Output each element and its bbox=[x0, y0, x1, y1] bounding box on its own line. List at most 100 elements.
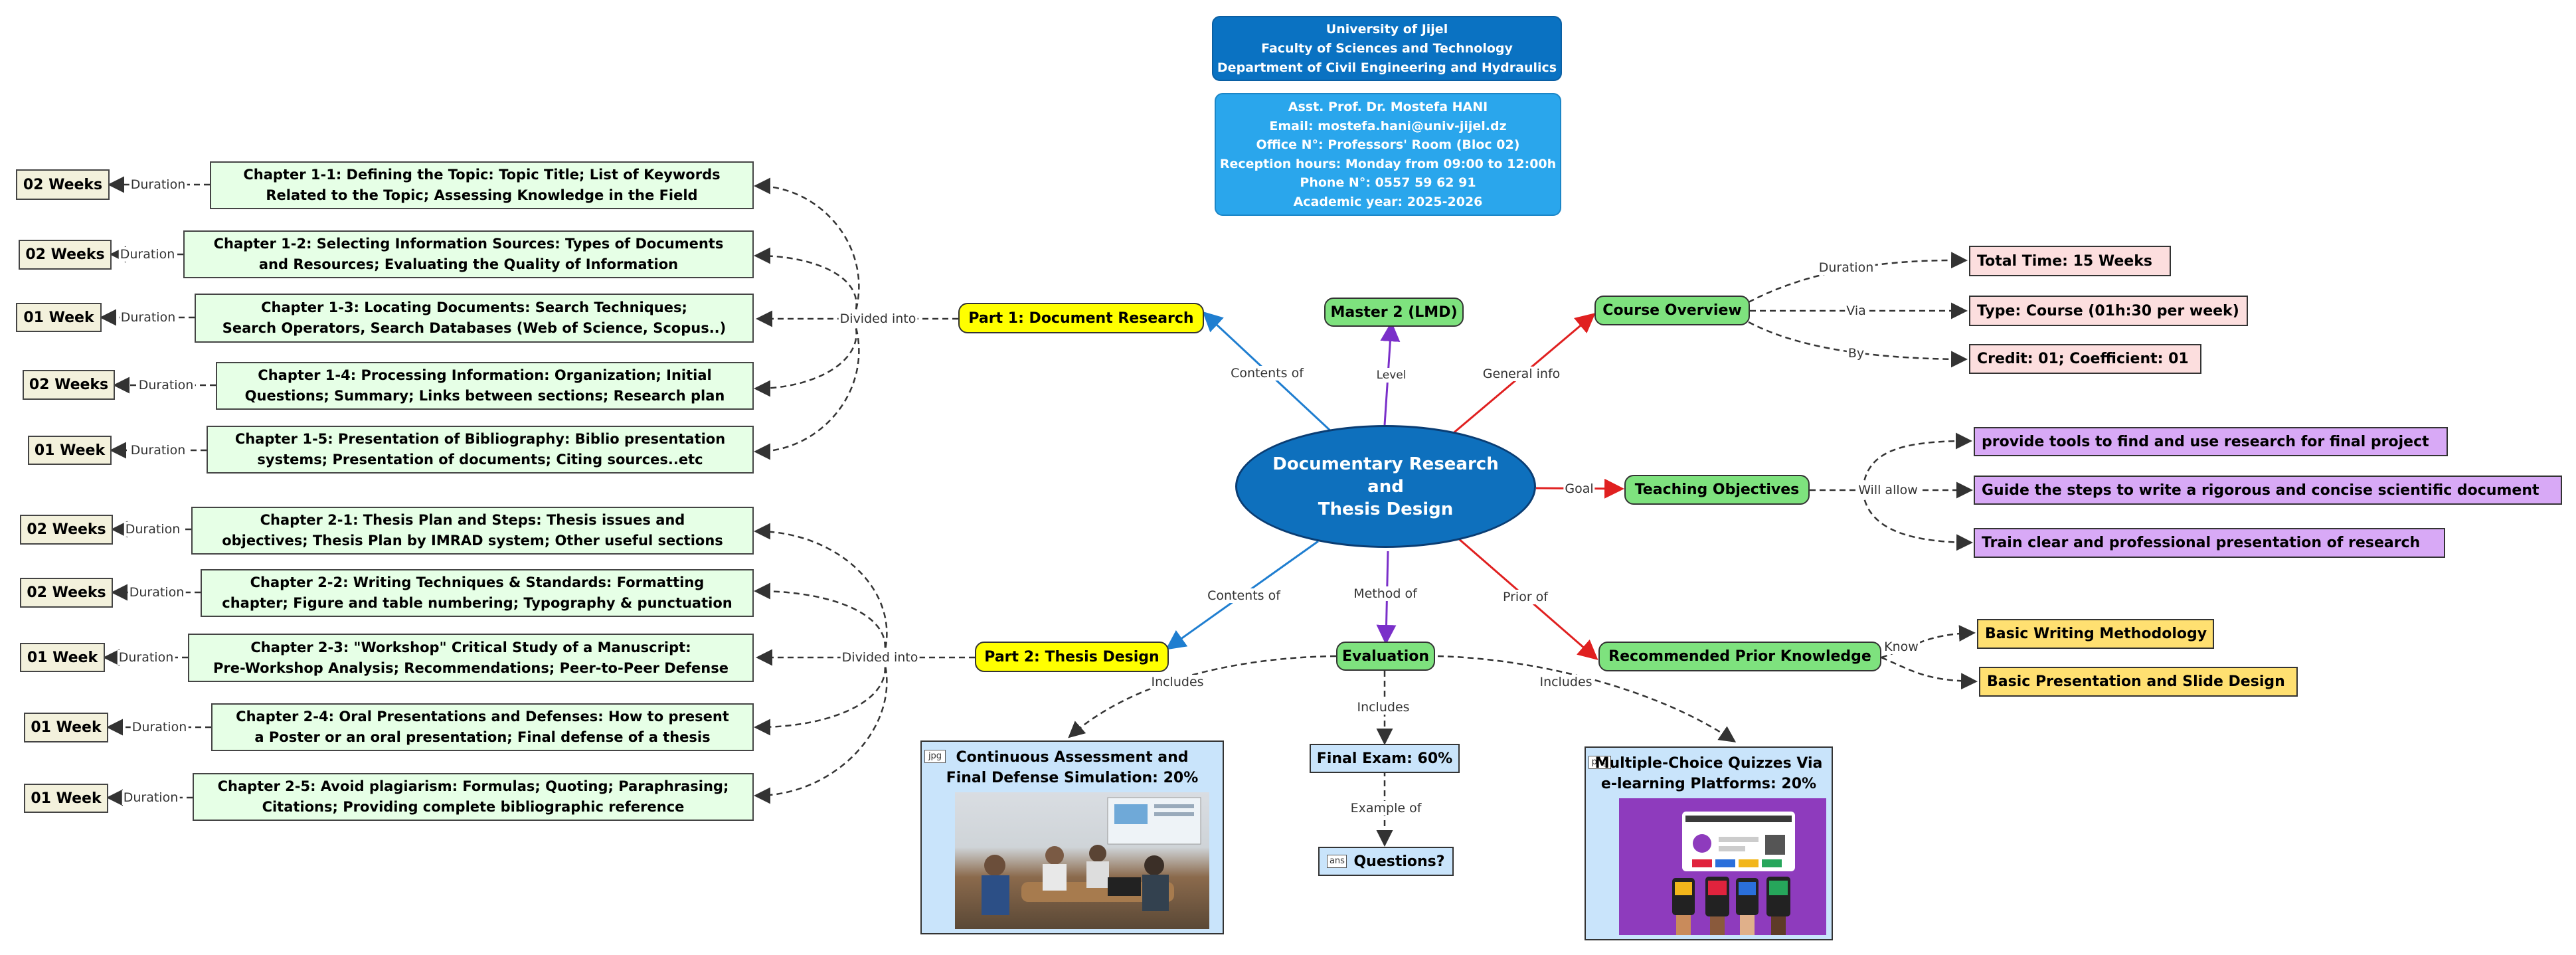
part2-node[interactable]: Part 2: Thesis Design bbox=[975, 642, 1169, 672]
edge-label-divided-into: Divided into bbox=[840, 650, 920, 665]
instructor-email: Email: mostefa.hani@univ-jijel.dz bbox=[1269, 118, 1507, 133]
central-topic[interactable]: Documentary Research and Thesis Design bbox=[1235, 425, 1536, 548]
quizzes-panel[interactable]: png Multiple-Choice Quizzes Via e-learni… bbox=[1585, 746, 1833, 940]
image-file-icon: jpg bbox=[924, 750, 946, 763]
title-line: Continuous Assessment and bbox=[956, 749, 1189, 766]
chapter-text: Chapter 2-2: Writing Techniques & Standa… bbox=[250, 574, 705, 590]
chapter-text: systems; Presentation of documents; Citi… bbox=[257, 452, 703, 468]
instructor-phone: Phone N°: 0557 59 62 91 bbox=[1300, 175, 1476, 190]
objective-3: Train clear and professional presentatio… bbox=[1974, 528, 2445, 558]
chapter-text: Questions; Summary; Links between sectio… bbox=[244, 388, 725, 404]
chapter-text: Citations; Providing complete bibliograp… bbox=[262, 799, 685, 815]
chapter-text: Chapter 1-5: Presentation of Bibliograph… bbox=[234, 431, 726, 447]
continuous-assessment-panel[interactable]: jpg Continuous Assessment and Final Defe… bbox=[920, 740, 1224, 934]
edge-label-contents-of: Contents of bbox=[1206, 588, 1282, 603]
questions-node[interactable]: ans Questions? bbox=[1318, 847, 1454, 876]
image-file-icon: png bbox=[1589, 756, 1611, 769]
teaching-objectives-node[interactable]: Teaching Objectives bbox=[1624, 475, 1810, 505]
chapter-text: Related to the Topic; Assessing Knowledg… bbox=[266, 187, 698, 203]
chapter-2-1[interactable]: Chapter 2-1: Thesis Plan and Steps: Thes… bbox=[191, 507, 754, 555]
title-line: Final Defense Simulation: 20% bbox=[946, 770, 1199, 786]
edge-label-will-allow: Will allow bbox=[1857, 483, 1919, 497]
objective-2: Guide the steps to write a rigorous and … bbox=[1974, 476, 2562, 505]
chapter-text: Chapter 1-3: Locating Documents: Search … bbox=[261, 300, 687, 315]
duration-1-4: 02 Weeks bbox=[23, 370, 115, 400]
part1-node[interactable]: Part 1: Document Research bbox=[958, 303, 1204, 333]
workshop-photo bbox=[955, 792, 1209, 929]
chapter-1-3[interactable]: Chapter 1-3: Locating Documents: Search … bbox=[195, 294, 754, 343]
chapter-text: Chapter 1-2: Selecting Information Sourc… bbox=[213, 236, 724, 252]
central-line-3: Thesis Design bbox=[1318, 499, 1454, 519]
evaluation-node[interactable]: Evaluation bbox=[1336, 642, 1435, 671]
edge-label-duration: Duration bbox=[1817, 260, 1875, 275]
chapter-text: objectives; Thesis Plan by IMRAD system;… bbox=[222, 533, 723, 549]
edge-label-duration: Duration bbox=[129, 443, 187, 458]
chapter-2-4[interactable]: Chapter 2-4: Oral Presentations and Defe… bbox=[211, 703, 754, 751]
chapter-1-4[interactable]: Chapter 1-4: Processing Information: Org… bbox=[216, 362, 754, 410]
quiz-illustration bbox=[1619, 798, 1826, 935]
central-line-2: and bbox=[1367, 476, 1404, 497]
answer-icon: ans bbox=[1327, 855, 1347, 868]
chapter-text: chapter; Figure and table numbering; Typ… bbox=[222, 595, 732, 611]
instructor-info: Asst. Prof. Dr. Mostefa HANI Email: most… bbox=[1215, 93, 1561, 216]
edge-label-goal: Goal bbox=[1563, 481, 1595, 496]
chapter-2-5[interactable]: Chapter 2-5: Avoid plagiarism: Formulas;… bbox=[193, 773, 754, 821]
duration-1-2: 02 Weeks bbox=[19, 240, 112, 270]
edge-label-includes: Includes bbox=[1150, 675, 1205, 689]
university-line-1: University of Jijel bbox=[1326, 21, 1448, 37]
edge-label-method-of: Method of bbox=[1352, 586, 1418, 601]
chapter-1-5[interactable]: Chapter 1-5: Presentation of Bibliograph… bbox=[207, 426, 754, 474]
university-line-3: Department of Civil Engineering and Hydr… bbox=[1217, 60, 1557, 75]
title-line: Multiple-Choice Quizzes Via bbox=[1594, 755, 1823, 772]
edge-label-duration: Duration bbox=[119, 310, 177, 325]
course-overview-node[interactable]: Course Overview bbox=[1594, 296, 1750, 325]
edge-label-duration: Duration bbox=[124, 522, 182, 537]
chapter-text: Chapter 2-3: "Workshop" Critical Study o… bbox=[250, 639, 691, 655]
edge-label-divided-into: Divided into bbox=[838, 311, 918, 326]
master-node[interactable]: Master 2 (LMD) bbox=[1324, 298, 1464, 327]
edge-label-duration: Duration bbox=[117, 650, 175, 665]
edge-label-contents-of: Contents of bbox=[1229, 366, 1305, 381]
instructor-name: Asst. Prof. Dr. Mostefa HANI bbox=[1288, 100, 1488, 114]
chapter-text: Chapter 1-4: Processing Information: Org… bbox=[258, 367, 712, 383]
chapter-text: Chapter 2-5: Avoid plagiarism: Formulas;… bbox=[217, 778, 729, 794]
chapter-text: Search Operators, Search Databases (Web … bbox=[222, 320, 727, 336]
chapter-text: and Resources; Evaluating the Quality of… bbox=[258, 256, 679, 272]
edge-label-duration: Duration bbox=[130, 720, 189, 735]
chapter-1-1[interactable]: Chapter 1-1: Defining the Topic: Topic T… bbox=[210, 161, 754, 209]
chapter-1-2[interactable]: Chapter 1-2: Selecting Information Sourc… bbox=[183, 230, 754, 278]
edge-label-general-info: General info bbox=[1481, 367, 1562, 381]
overview-total-time: Total Time: 15 Weeks bbox=[1969, 246, 2171, 276]
duration-2-4: 01 Week bbox=[24, 713, 108, 742]
chapter-2-2[interactable]: Chapter 2-2: Writing Techniques & Standa… bbox=[201, 569, 754, 617]
prior-knowledge-node[interactable]: Recommended Prior Knowledge bbox=[1598, 642, 1881, 671]
chapter-2-3[interactable]: Chapter 2-3: "Workshop" Critical Study o… bbox=[188, 634, 754, 682]
final-exam: Final Exam: 60% bbox=[1310, 744, 1460, 773]
duration-1-1: 02 Weeks bbox=[16, 169, 110, 200]
edge-label-prior-of: Prior of bbox=[1501, 590, 1550, 604]
questions-label: Questions? bbox=[1353, 853, 1445, 870]
prior-writing: Basic Writing Methodology bbox=[1977, 619, 2214, 649]
academic-year: Academic year: 2025-2026 bbox=[1293, 194, 1483, 209]
instructor-hours: Reception hours: Monday from 09:00 to 12… bbox=[1219, 156, 1557, 171]
edge-label-duration: Duration bbox=[137, 378, 195, 392]
central-line-1: Documentary Research bbox=[1272, 454, 1499, 474]
chapter-text: Chapter 2-1: Thesis Plan and Steps: Thes… bbox=[260, 512, 685, 528]
edge-label-know: Know bbox=[1883, 640, 1920, 654]
duration-1-3: 01 Week bbox=[16, 303, 102, 332]
university-header: University of Jijel Faculty of Sciences … bbox=[1212, 16, 1562, 81]
chapter-text: Chapter 2-4: Oral Presentations and Defe… bbox=[236, 709, 729, 725]
duration-1-5: 01 Week bbox=[28, 436, 112, 465]
edge-label-via: Via bbox=[1845, 304, 1867, 318]
duration-2-5: 01 Week bbox=[24, 784, 108, 813]
chapter-text: a Poster or an oral presentation; Final … bbox=[254, 729, 711, 745]
edge-label-duration: Duration bbox=[129, 177, 187, 192]
edge-label-duration: Duration bbox=[128, 585, 186, 600]
edge-label-level: Level bbox=[1375, 368, 1408, 383]
title-line: e-learning Platforms: 20% bbox=[1600, 776, 1817, 792]
objective-1: provide tools to find and use research f… bbox=[1974, 427, 2448, 456]
university-line-2: Faculty of Sciences and Technology bbox=[1261, 41, 1513, 56]
instructor-office: Office N°: Professors' Room (Bloc 02) bbox=[1256, 137, 1520, 152]
overview-credit: Credit: 01; Coefficient: 01 bbox=[1969, 344, 2201, 374]
chapter-text: Chapter 1-1: Defining the Topic: Topic T… bbox=[243, 167, 721, 183]
